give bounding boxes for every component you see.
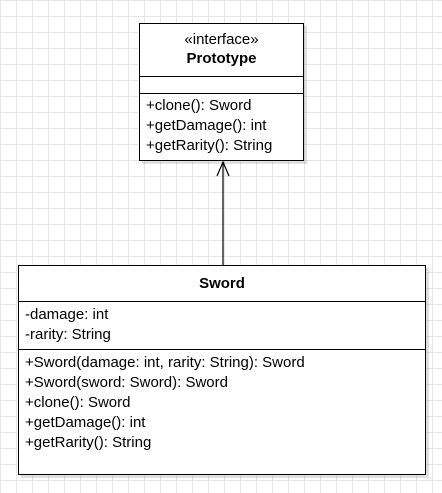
operation-row: +clone(): Sword — [25, 394, 131, 411]
sword-name: Sword — [199, 275, 245, 292]
prototype-stereotype: «interface» — [184, 31, 259, 48]
sword-attributes: -damage: int -rarity: String — [19, 301, 425, 349]
operation-row: +getRarity(): String — [146, 137, 273, 154]
sword-header: Sword — [19, 266, 425, 301]
operation-row: +getDamage(): int — [146, 117, 267, 134]
prototype-attributes — [140, 76, 303, 93]
sword-class-box[interactable]: Sword -damage: int -rarity: String +Swor… — [18, 265, 426, 475]
operation-row: +getRarity(): String — [25, 434, 152, 451]
prototype-header: «interface» Prototype — [140, 24, 303, 76]
attribute-row: -rarity: String — [25, 326, 111, 343]
operation-row: +Sword(sword: Sword): Sword — [25, 374, 228, 391]
prototype-name: Prototype — [186, 50, 257, 67]
operation-row: +clone(): Sword — [146, 97, 252, 114]
arrow-head-icon — [216, 160, 230, 177]
sword-operations: +Sword(damage: int, rarity: String): Swo… — [19, 349, 425, 455]
attribute-row: -damage: int — [25, 306, 109, 323]
prototype-interface-box[interactable]: «interface» Prototype +clone(): Sword +g… — [139, 23, 304, 161]
operation-row: +getDamage(): int — [25, 414, 146, 431]
prototype-operations: +clone(): Sword +getDamage(): int +getRa… — [140, 93, 303, 158]
operation-row: +Sword(damage: int, rarity: String): Swo… — [25, 354, 305, 371]
